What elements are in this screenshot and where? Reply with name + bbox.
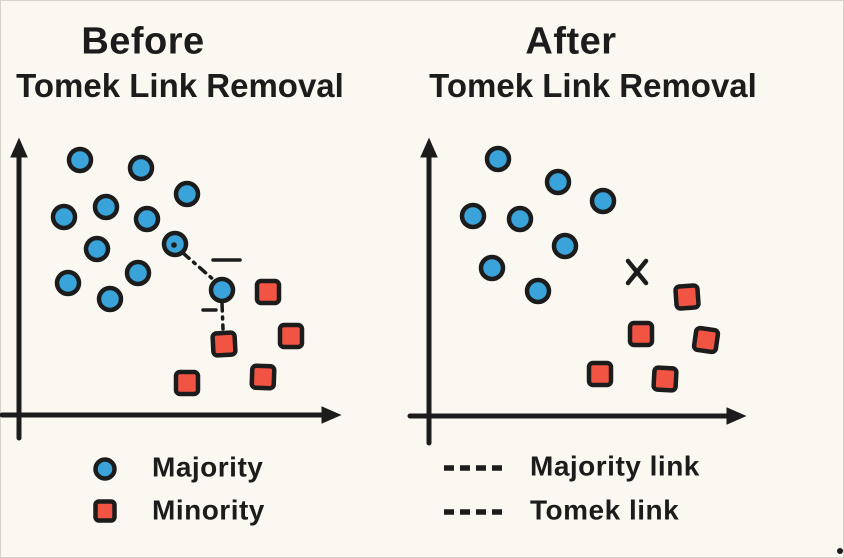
minority-point (673, 283, 701, 311)
after-subtitle: Tomek Link Removal (429, 67, 757, 104)
before-title: Before (81, 20, 205, 63)
legend-left (93, 457, 117, 523)
majority-point (54, 269, 82, 297)
majority-point (66, 146, 94, 174)
majority-point (208, 276, 236, 304)
minority-point (651, 365, 679, 393)
minority-point (691, 325, 721, 355)
pen-dot (171, 242, 177, 248)
majority-point (544, 168, 572, 196)
majority-point (478, 254, 506, 282)
corner-pen-dot (837, 548, 843, 554)
minority-point (627, 320, 655, 348)
majority-point (484, 145, 512, 173)
before-plot (0, 137, 342, 441)
majority-point (127, 154, 155, 182)
legend-tomek-link-label: Tomek link (530, 494, 680, 526)
minority-point (210, 330, 238, 358)
legend-majority-link-label: Majority link (530, 450, 700, 482)
majority-point (551, 232, 579, 260)
removed-point-x-mark (625, 258, 649, 286)
majority-link-line (181, 251, 217, 283)
legend-right (444, 465, 505, 515)
legend-minority-label: Minority (152, 494, 265, 526)
minority-point (173, 369, 201, 397)
minority-point (254, 278, 282, 306)
majority-point (96, 285, 124, 313)
minority-point (249, 363, 277, 391)
majority-point (133, 205, 161, 233)
after-title: After (525, 20, 617, 63)
before-minority-points (173, 278, 305, 397)
after-majority-points (459, 145, 617, 305)
plots-layer (0, 137, 747, 446)
after-minority-points (586, 283, 721, 393)
after-plot (407, 137, 747, 446)
minority-point (277, 322, 305, 350)
legend-minority-square-icon (93, 499, 117, 523)
majority-point (506, 205, 534, 233)
before-subtitle: Tomek Link Removal (16, 67, 344, 104)
legend-majority-circle-icon (93, 457, 117, 481)
tomek-link-line (220, 301, 225, 331)
majority-point (173, 180, 201, 208)
majority-point (459, 202, 487, 230)
minority-point (586, 360, 614, 388)
majority-point (524, 277, 552, 305)
majority-point (83, 235, 111, 263)
majority-point (92, 193, 120, 221)
legend-majority-label: Majority (152, 451, 264, 483)
before-majority-points (50, 146, 236, 313)
majority-point (589, 187, 617, 215)
majority-point (124, 259, 152, 287)
majority-point (50, 203, 78, 231)
